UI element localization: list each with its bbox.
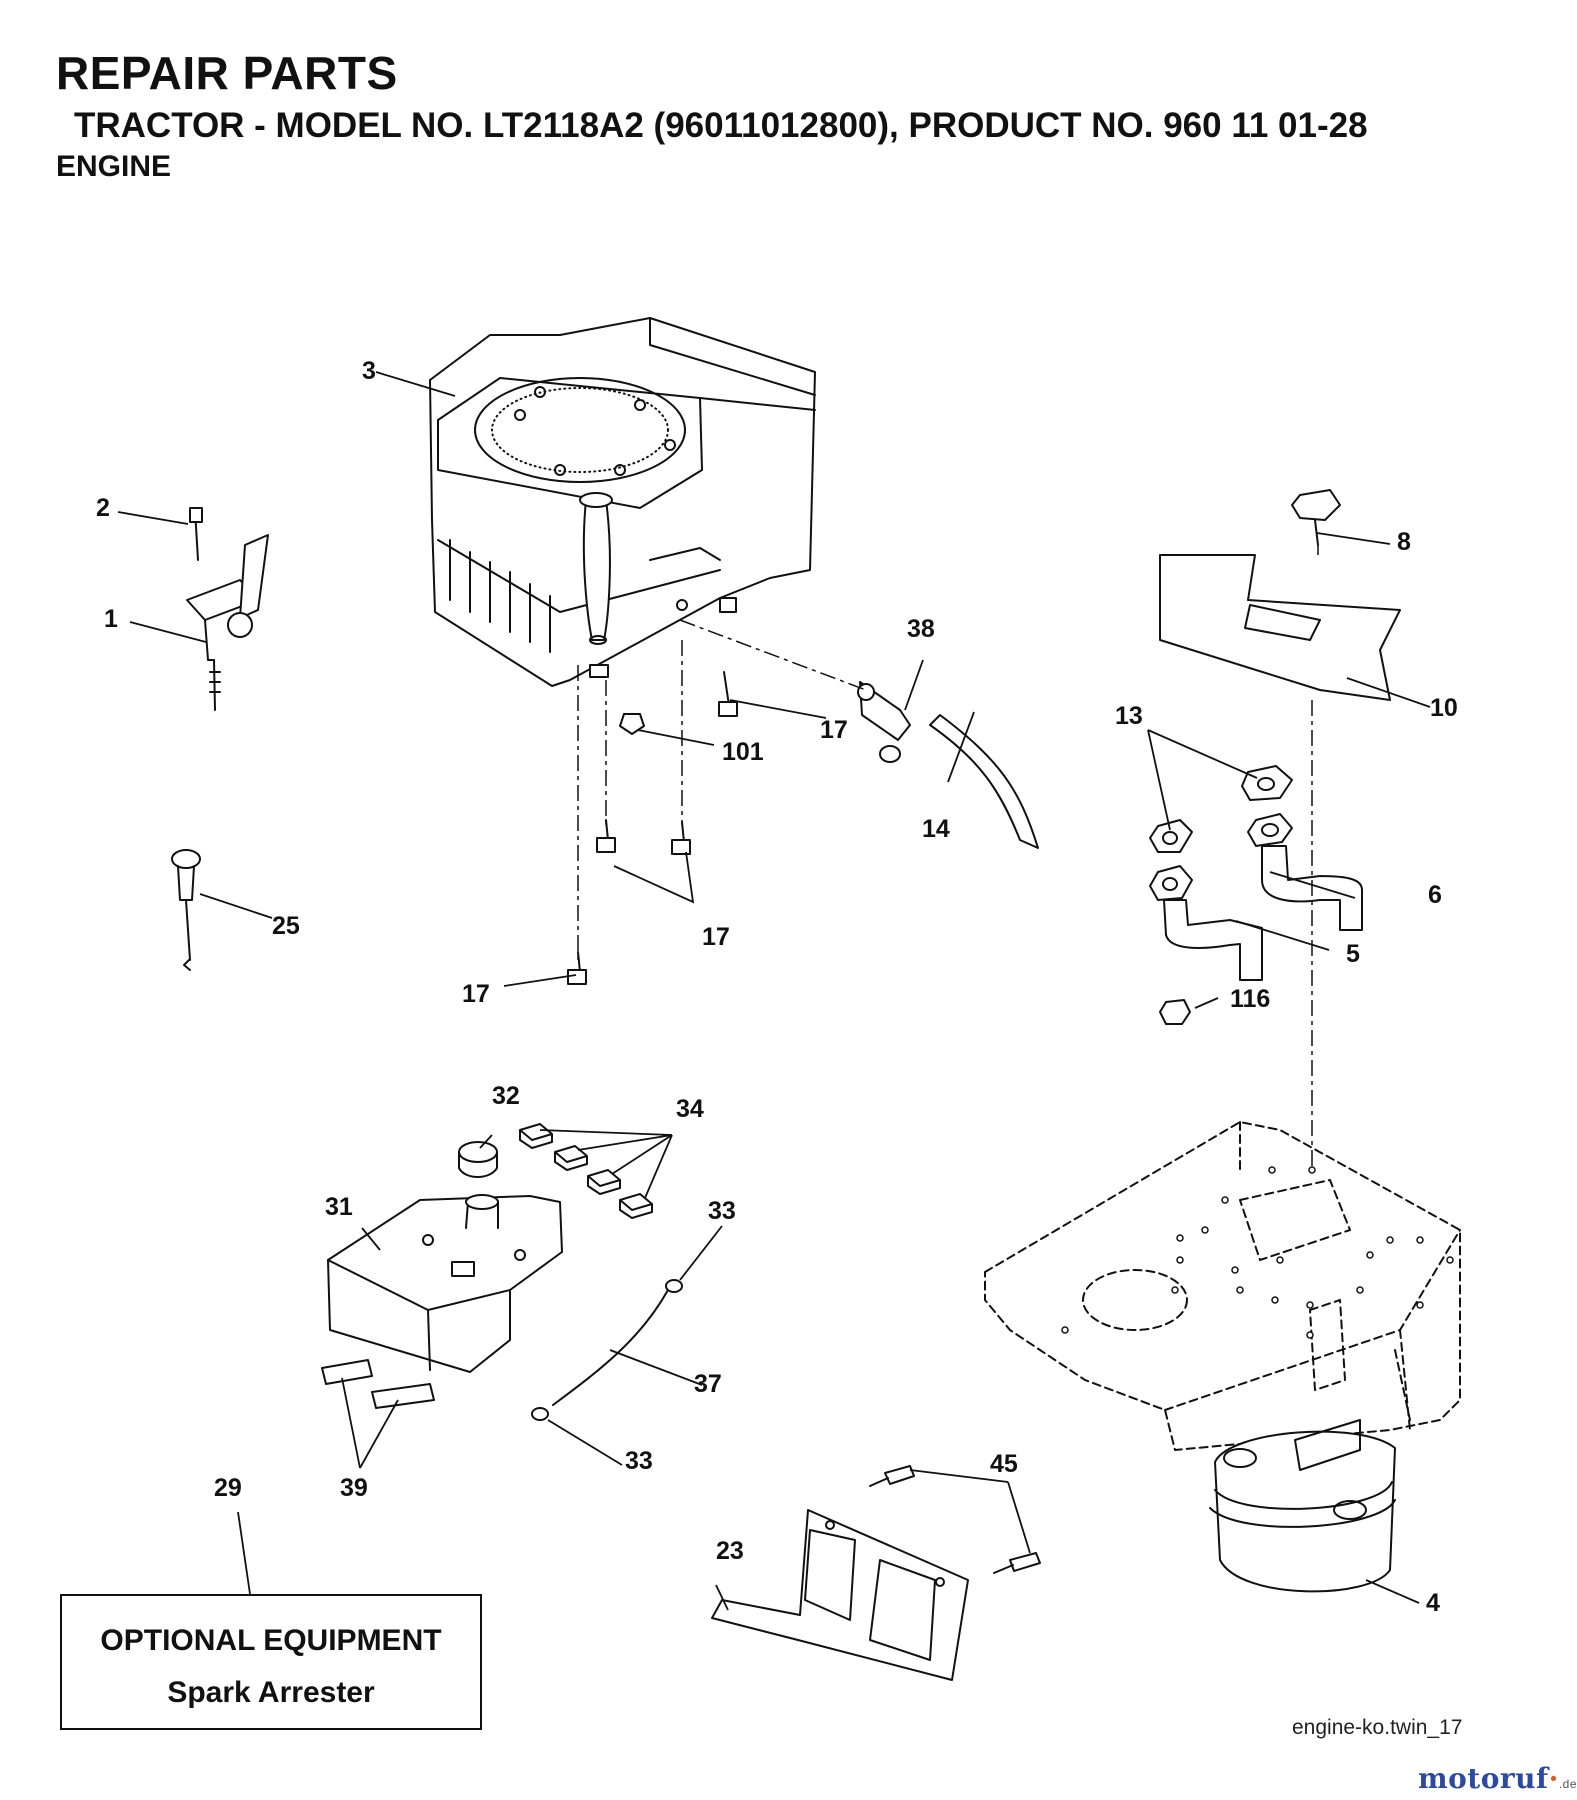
part-label-25: 25	[272, 912, 300, 940]
part-label-29: 29	[214, 1474, 242, 1502]
watermark-logo: motoruf·.de	[1418, 1762, 1577, 1795]
part-label-6: 6	[1428, 881, 1442, 909]
muffler-shield-illustration	[711, 1465, 1041, 1681]
part-label-45: 45	[990, 1450, 1018, 1478]
part-label-14: 14	[922, 815, 950, 843]
fuel-line-illustration	[857, 681, 1039, 849]
model-subtitle: TRACTOR - MODEL NO. LT2118A2 (9601101280…	[74, 106, 1368, 145]
optional-equipment-title: OPTIONAL EQUIPMENT	[100, 1624, 442, 1657]
part-label-3: 3	[362, 357, 376, 385]
center-lines	[577, 545, 1319, 1170]
page-title: REPAIR PARTS	[56, 47, 398, 99]
part-label-34: 34	[676, 1095, 704, 1123]
part-label-33a: 33	[708, 1197, 736, 1225]
heat-shield-illustration	[1159, 489, 1401, 701]
part-number-labels: 3 2 1 8 10 13 38 14 17 101 17 17 25 6 5 …	[96, 357, 1458, 1617]
exhaust-pipes-illustration	[1149, 765, 1363, 1025]
muffler-illustration	[1209, 1419, 1396, 1593]
part-label-2: 2	[96, 494, 110, 522]
leader-lines	[117, 371, 1431, 1611]
part-label-23: 23	[716, 1537, 744, 1565]
figure-id: engine-ko.twin_17	[1292, 1716, 1463, 1739]
part-label-33b: 33	[625, 1447, 653, 1475]
throttle-control-illustration	[186, 507, 269, 711]
part-label-32: 32	[492, 1082, 520, 1110]
part-label-116: 116	[1230, 985, 1270, 1013]
part-label-8: 8	[1397, 528, 1411, 556]
part-label-31: 31	[325, 1193, 353, 1221]
part-label-17c: 17	[462, 980, 490, 1008]
optional-equipment-item: Spark Arrester	[167, 1676, 375, 1709]
part-label-17b: 17	[702, 923, 730, 951]
part-label-37: 37	[694, 1370, 722, 1398]
watermark-suffix: .de	[1558, 1777, 1577, 1791]
engine-bolts-illustration	[567, 671, 738, 985]
part-label-1: 1	[104, 605, 118, 633]
choke-knob-illustration	[171, 849, 201, 971]
part-label-17a: 17	[820, 716, 848, 744]
optional-equipment-box: OPTIONAL EQUIPMENT Spark Arrester	[60, 1594, 482, 1730]
part-label-39: 39	[340, 1474, 368, 1502]
fuel-tank-illustration	[321, 1123, 683, 1421]
part-label-5: 5	[1346, 940, 1360, 968]
watermark-name: motoruf	[1418, 1762, 1549, 1795]
part-label-38: 38	[907, 615, 935, 643]
part-label-13: 13	[1115, 702, 1143, 730]
part-label-4: 4	[1426, 1589, 1440, 1617]
engine-block-illustration	[429, 317, 816, 687]
chassis-frame-illustration	[984, 1121, 1461, 1451]
part-label-101: 101	[722, 738, 764, 766]
section-title: ENGINE	[56, 150, 172, 183]
part-label-10: 10	[1430, 694, 1458, 722]
